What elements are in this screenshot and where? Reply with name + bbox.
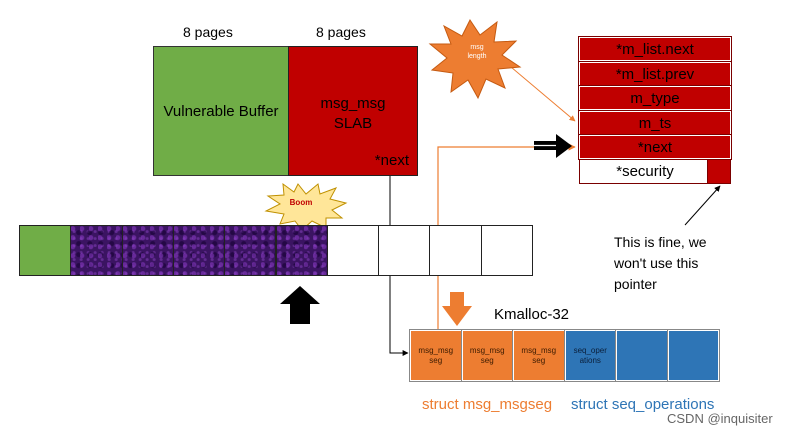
security-field-pointer — [707, 160, 730, 183]
boom-label: Boom — [289, 198, 313, 207]
page-cell-sprayed — [275, 225, 328, 276]
pages-label-left: 8 pages — [183, 24, 233, 40]
security-field-label: *security — [616, 163, 674, 180]
struct-field: *m_list.prev — [578, 61, 732, 87]
page-cell-sprayed — [224, 225, 277, 276]
page-cell-occupied — [19, 225, 72, 276]
note-text: This is fine, we won't use this pointer — [614, 232, 744, 295]
slab-title: msg_msg SLAB — [289, 94, 417, 134]
kmalloc-slot-seq-operations — [615, 329, 669, 382]
kmalloc-slot-label-line1: seq_oper — [573, 345, 607, 355]
legend-msgseg: struct msg_msgseg — [422, 396, 553, 413]
pages-label-right: 8 pages — [316, 24, 366, 40]
struct-field: m_type — [578, 85, 732, 111]
page-cell-free — [378, 225, 431, 276]
note-pointer-line — [684, 185, 721, 226]
thick-right-arrow-icon — [534, 134, 572, 158]
boom-burst — [264, 182, 348, 231]
kmalloc-slot-label-line1: msg_msg — [418, 345, 454, 355]
kmalloc-label: Kmalloc-32 — [494, 306, 570, 323]
msg-length-line2: length — [467, 53, 487, 60]
kmalloc-slot-seq-operations — [666, 329, 720, 382]
up-arrow-icon — [280, 286, 320, 324]
watermark: CSDN @inquisiter — [667, 411, 773, 426]
note-line3: pointer — [614, 276, 657, 292]
struct-field: *m_list.next — [578, 36, 732, 62]
page-cell-free — [429, 225, 482, 276]
msg-length-label: msg length — [452, 43, 502, 61]
struct-field: m_ts — [578, 110, 732, 136]
struct-field: *next — [578, 134, 732, 160]
page-cell-sprayed — [172, 225, 226, 276]
note-line1: This is fine, we — [614, 234, 707, 250]
vulnerable-buffer: Vulnerable Buffer — [153, 46, 289, 176]
msg-length-line1: msg — [470, 44, 484, 51]
kmalloc-slot-label-line1: msg_msg — [469, 345, 505, 355]
page-cell-sprayed — [70, 225, 123, 276]
security-field: *security — [579, 159, 731, 184]
vulnerable-buffer-label: Vulnerable Buffer — [163, 102, 279, 120]
slab-title-line1: msg_msg — [320, 95, 386, 112]
msg-msg-slab: msg_msg SLAB *next — [288, 46, 418, 176]
page-cell-sprayed — [121, 225, 174, 276]
kmalloc-slot-label-line2: seg — [480, 355, 494, 365]
page-cell-free — [326, 225, 380, 276]
kmalloc-slot-label-line2: seg — [429, 355, 443, 365]
kmalloc-slot-label-line1: msg_msg — [521, 345, 557, 355]
slab-next-label: *next — [374, 152, 409, 169]
kmalloc-slot-label-line2: seg — [532, 355, 546, 365]
page-cell-free — [480, 225, 533, 276]
orange-down-arrow-icon — [442, 292, 472, 326]
kmalloc-slot-label-line2: ations — [579, 355, 601, 365]
msg-length-burst — [428, 19, 522, 100]
slab-title-line2: SLAB — [333, 115, 373, 132]
note-line2: won't use this — [614, 255, 699, 271]
msg-length-line — [504, 61, 576, 122]
legend-seqops: struct seq_operations — [571, 396, 715, 413]
